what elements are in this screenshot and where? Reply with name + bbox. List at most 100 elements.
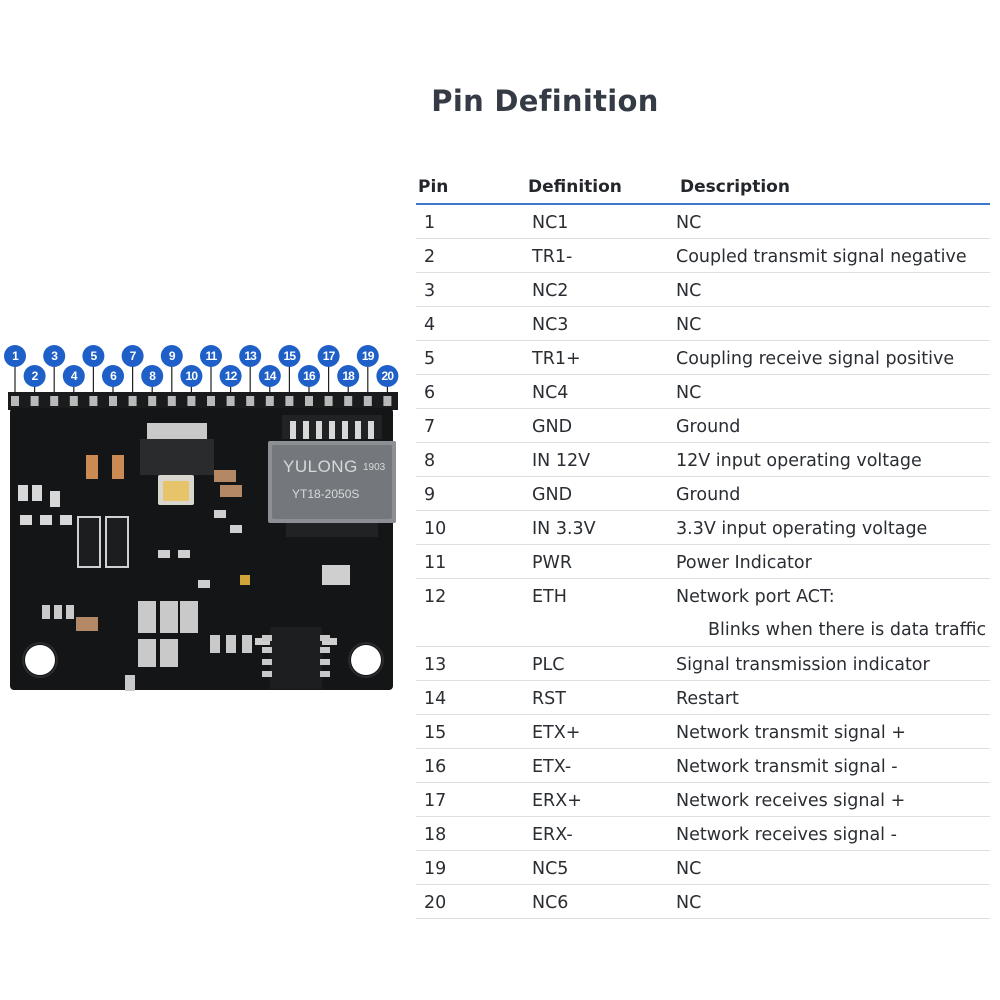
pin-cell: 15	[424, 723, 447, 743]
pin-cell: 7	[424, 417, 436, 437]
header-pin	[11, 396, 19, 406]
pin-cell: 2	[424, 247, 436, 267]
pin-number-badge	[160, 345, 183, 367]
definition-cell: ERX-	[532, 825, 573, 845]
header-pin	[50, 396, 59, 406]
pin-number-label: 5	[90, 349, 97, 363]
definition-cell: PWR	[532, 553, 573, 573]
pin-number-badge	[258, 365, 281, 387]
pin-cell: 13	[424, 655, 447, 675]
header-pin	[30, 396, 39, 406]
header-pin	[324, 396, 333, 406]
pin-number-badge	[337, 365, 360, 387]
pin-number-badge	[317, 345, 340, 367]
description-cell: NC	[676, 893, 702, 913]
header-pin	[344, 396, 353, 406]
pin-number-label: 16	[303, 369, 316, 383]
pin-cell: 9	[424, 485, 436, 505]
description-cell: NC	[676, 383, 702, 403]
pin-cell: 16	[424, 757, 447, 777]
definition-cell: PLC	[532, 655, 565, 675]
pin-cell: 19	[424, 859, 447, 879]
pin-cell: 12	[424, 587, 447, 607]
pin-number-label: 1	[12, 349, 19, 363]
table-row: 13 PLC Signal transmission indicator	[416, 647, 990, 681]
description-cell: Network port ACT:	[676, 587, 835, 607]
pin-cell: 17	[424, 791, 447, 811]
pin-number-badge	[298, 365, 320, 387]
pin-cell: 11	[424, 553, 447, 573]
header-pin: Pin	[418, 177, 449, 197]
description-cell-continued: Blinks when there is data traffic	[708, 620, 987, 640]
header-description: Description	[680, 177, 790, 197]
pin-number-badge	[278, 345, 301, 367]
pin-number-label: 20	[381, 369, 395, 383]
description-cell: NC	[676, 315, 702, 335]
description-cell: Restart	[676, 689, 739, 709]
pin-cell: 3	[424, 281, 436, 301]
description-cell: Network receives signal -	[676, 825, 897, 845]
definition-cell: IN 3.3V	[532, 519, 596, 539]
table-header: Pin Definition Description	[416, 172, 990, 205]
header-pin	[246, 396, 255, 406]
pin-number-badge	[376, 365, 399, 387]
pin-number-label: 11	[205, 349, 217, 363]
pin-cell: 8	[424, 451, 436, 471]
pin-number-badge	[82, 345, 105, 367]
pin-number-label: 17	[322, 349, 336, 363]
definition-cell: RST	[532, 689, 566, 709]
pin-number-badge	[43, 345, 66, 367]
definition-cell: NC3	[532, 315, 569, 335]
definition-cell: NC6	[532, 893, 569, 913]
pin-cell: 6	[424, 383, 436, 403]
pin-number-badge	[62, 365, 85, 387]
header-pin	[363, 396, 372, 406]
transformer	[268, 415, 396, 537]
pin-number-label: 6	[110, 369, 117, 383]
soic-chip	[255, 627, 337, 689]
definition-cell: NC2	[532, 281, 569, 301]
definition-cell: TR1+	[532, 349, 581, 369]
pin-number-badge	[180, 365, 203, 387]
pin-number-label: 9	[168, 349, 176, 363]
pin-number-label: 2	[31, 369, 39, 383]
definition-cell: NC1	[532, 213, 569, 233]
header-pin	[69, 396, 78, 406]
table-row: 11 PWR Power Indicator	[416, 545, 990, 579]
pin-number-label: 12	[224, 369, 238, 383]
pin-cell: 14	[424, 689, 447, 709]
header-pin	[207, 396, 215, 406]
pin-number-label: 7	[129, 349, 137, 363]
description-cell: Coupled transmit signal negative	[676, 247, 967, 267]
definition-cell: GND	[532, 417, 573, 437]
definition-cell: ETH	[532, 587, 567, 607]
transformer-brand-label: YULONG	[283, 457, 358, 476]
header-pin	[148, 396, 157, 406]
description-cell: Power Indicator	[676, 553, 812, 573]
definition-cell: GND	[532, 485, 573, 505]
pin-cell: 10	[424, 519, 447, 539]
definition-cell: ETX+	[532, 723, 581, 743]
pin-cell: 5	[424, 349, 436, 369]
table-row: 14 RST Restart	[416, 681, 990, 715]
description-cell: NC	[676, 213, 702, 233]
description-cell: Signal transmission indicator	[676, 655, 930, 675]
header-pin	[226, 396, 235, 406]
definition-cell: NC4	[532, 383, 569, 403]
header-pin	[305, 396, 313, 406]
header-pin	[187, 396, 196, 406]
pin-number-label: 15	[283, 349, 297, 363]
header-pin	[128, 396, 137, 406]
pin-number-badge	[356, 345, 379, 367]
description-cell: NC	[676, 281, 702, 301]
